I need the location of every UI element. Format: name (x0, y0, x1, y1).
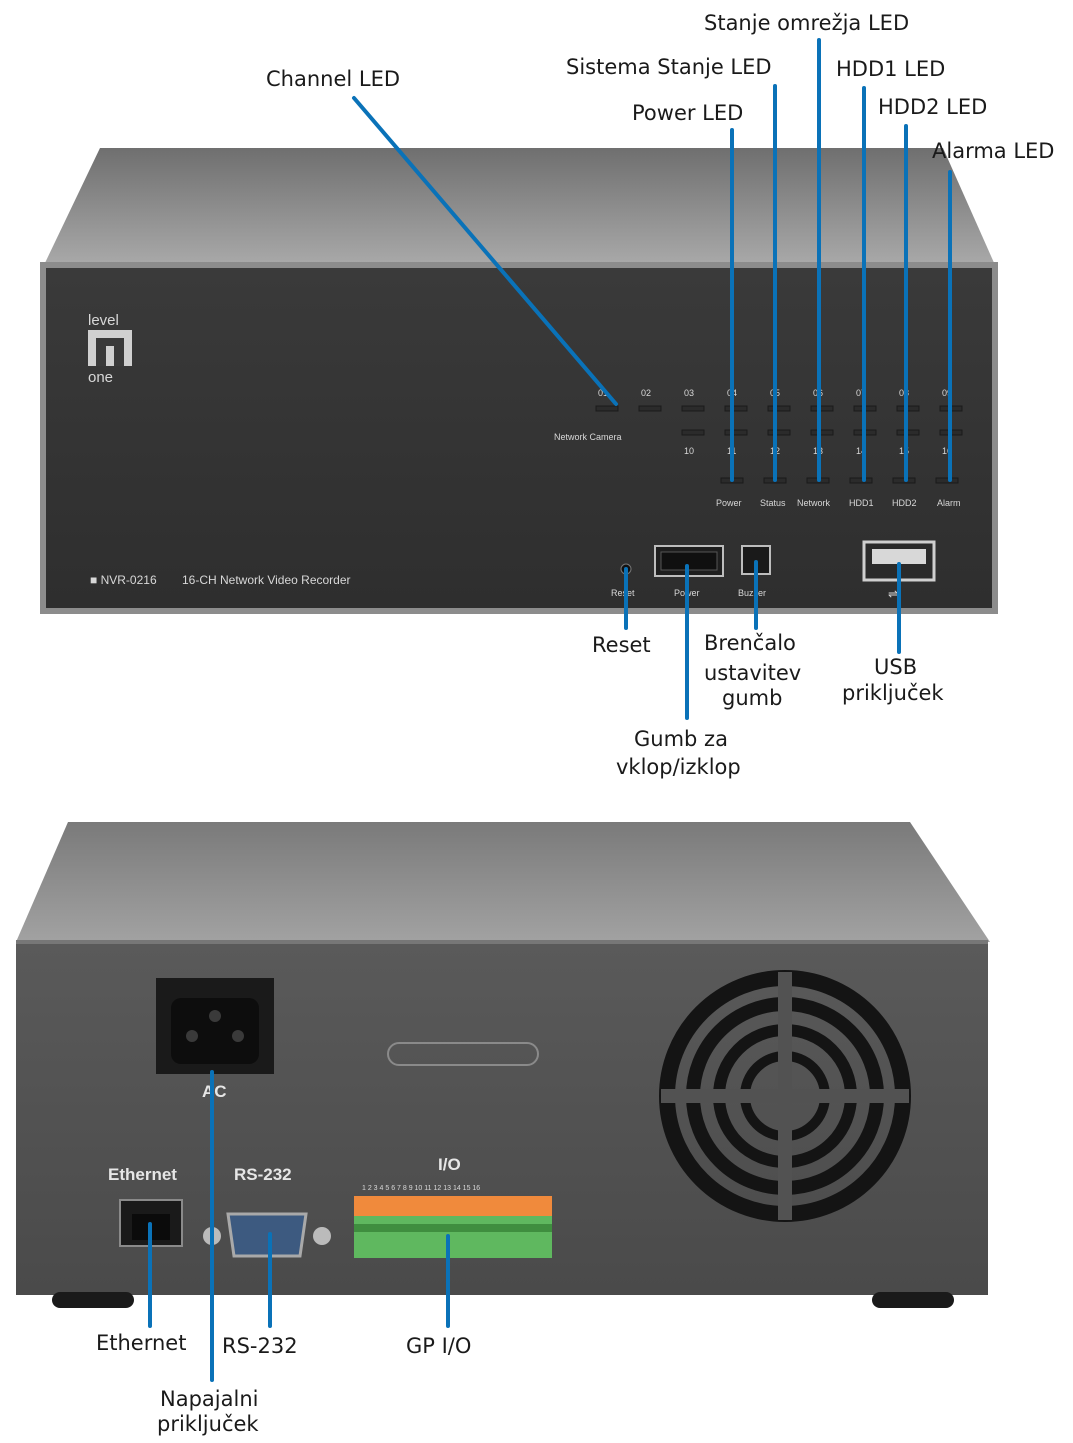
channel-number: 07 (856, 388, 866, 398)
channel-led (681, 405, 705, 412)
channel-number: 16 (942, 446, 952, 456)
blank-cover-plate (387, 1042, 539, 1066)
reset-button-label: Reset (611, 588, 635, 598)
callout-power-socket-line1: Napajalni (160, 1387, 258, 1411)
io-pin-numbers: 1 2 3 4 5 6 7 8 9 10 11 12 13 14 15 16 (362, 1185, 480, 1192)
channel-led (724, 405, 748, 412)
status-led-label: Status (760, 498, 786, 508)
buzzer-button-label: Buzzer (738, 588, 766, 598)
rs232-port-label: RS-232 (234, 1165, 292, 1184)
front-unit: level one ■ NVR-0216 16-CH Network Video… (40, 148, 998, 614)
rubber-foot (872, 1292, 954, 1308)
channel-led (767, 405, 791, 412)
callout-power-led: Power LED (632, 101, 743, 125)
hdd1-led (849, 477, 873, 484)
channel-number: 01 (598, 388, 608, 398)
status-led-label: Network (797, 498, 831, 508)
leader-channel-led (352, 96, 618, 406)
channel-led (638, 405, 662, 412)
front-panel (46, 268, 992, 608)
levelone-logo: level one (88, 312, 132, 386)
callout-alarm-led: Alarma LED (932, 139, 1054, 163)
callout-buzzer-line2: ustavitev (704, 661, 801, 685)
rear-chassis-top (16, 822, 990, 942)
status-led-label: Alarm (937, 498, 961, 508)
rear-unit: AC Ethernet RS-232 I/O 1 2 3 4 5 6 7 8 9… (16, 822, 990, 1308)
channel-number: 10 (684, 446, 694, 456)
callout-network-status-led: Stanje omrežja LED (704, 11, 909, 35)
status-led-label: Power (716, 498, 742, 508)
callout-power-button-line2: vklop/izklop (616, 755, 741, 779)
channel-led (767, 429, 791, 436)
front-chassis-top (44, 148, 995, 265)
callout-labels: Stanje omrežja LED Sistema Stanje LED HD… (96, 11, 1054, 1436)
channel-led (724, 429, 748, 436)
callout-reset: Reset (592, 633, 651, 657)
ethernet-port-label: Ethernet (108, 1165, 177, 1184)
status-led-label: HDD1 (849, 498, 874, 508)
callout-rs232: RS-232 (222, 1334, 298, 1358)
usb-icon: ⇌ (888, 587, 898, 601)
channel-led (810, 405, 834, 412)
callout-ethernet: Ethernet (96, 1331, 186, 1355)
logo-bottom-text: one (88, 369, 113, 386)
ac-label: AC (202, 1082, 227, 1101)
network-camera-label: Network Camera (554, 432, 622, 442)
rs232-port[interactable] (226, 1212, 308, 1258)
channel-led (810, 429, 834, 436)
model-description: 16-CH Network Video Recorder (182, 573, 351, 587)
fan-grille (659, 970, 911, 1222)
callout-hdd1-led: HDD1 LED (836, 57, 945, 81)
io-port-label: I/O (438, 1155, 461, 1174)
rubber-foot (52, 1292, 134, 1308)
status-led-label: HDD2 (892, 498, 917, 508)
leader-lines (148, 38, 952, 1382)
callout-power-button-line1: Gumb za (634, 727, 728, 751)
callout-usb-line2: priključek (842, 681, 944, 705)
callout-system-status-led: Sistema Stanje LED (566, 55, 772, 79)
callout-usb-line1: USB (874, 655, 917, 679)
channel-number: 14 (856, 446, 866, 456)
callout-power-socket-line2: priključek (157, 1412, 259, 1436)
channel-number: 02 (641, 388, 651, 398)
channel-led (595, 405, 619, 412)
channel-led (681, 429, 705, 436)
channel-number: 03 (684, 388, 694, 398)
callout-hdd2-led: HDD2 LED (878, 95, 987, 119)
alarm-led (935, 477, 959, 484)
callout-gpio: GP I/O (406, 1334, 471, 1358)
model-label: ■ NVR-0216 (90, 573, 157, 587)
callout-channel-led: Channel LED (266, 67, 400, 91)
callout-buzzer-line1: Brenčalo (704, 631, 796, 655)
channel-number: 09 (942, 388, 952, 398)
callout-buzzer-line3: gumb (722, 686, 782, 710)
logo-top-text: level (88, 312, 119, 329)
